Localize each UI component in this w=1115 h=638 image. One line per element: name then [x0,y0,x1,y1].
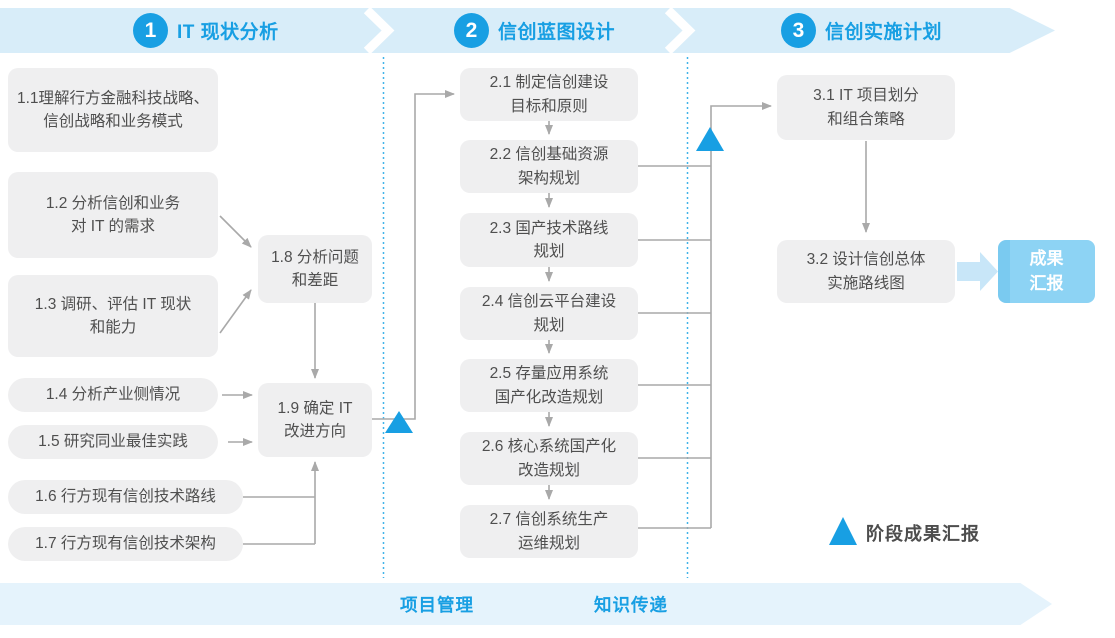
phase-3-number-badge: 3 [781,13,816,48]
node-2-3: 2.3 国产技术路线 规划 [460,213,638,267]
node-1-9: 1.9 确定 IT 改进方向 [258,383,372,457]
connectors-phase-2-collector [638,102,772,529]
node-1-4: 1.4 分析产业侧情况 [8,378,218,412]
phase-2-title: 信创蓝图设计 [498,22,616,43]
legend-stage-report-label: 阶段成果汇报 [866,524,980,544]
connectors-phase-1 [219,90,455,545]
node-1-3: 1.3 调研、评估 IT 现状 和能力 [8,275,218,357]
connector-1-3-to-1-8 [219,289,252,334]
node-2-2: 2.2 信创基础资源 架构规划 [460,140,638,193]
node-3-2: 3.2 设计信创总体 实施路线图 [777,240,955,303]
phase-2-header: 2 信创蓝图设计 [454,13,615,48]
node-1-6: 1.6 行方现有信创技术路线 [8,480,243,514]
node-1-2: 1.2 分析信创和业务 对 IT 的需求 [8,172,218,258]
connector-collector-to-3-1 [710,102,772,528]
legend-triangle-icon [829,517,857,545]
phase-3-title: 信创实施计划 [825,22,943,43]
node-1-8: 1.8 分析问题 和差距 [258,235,372,303]
milestone-triangle-phase-2-icon [696,127,724,151]
milestone-triangle-phase-1-icon [385,411,413,433]
node-1-1: 1.1理解行方金融科技战略、 信创战略和业务模式 [8,68,218,152]
phase-3-header: 3 信创实施计划 [781,13,942,48]
block-arrow-3-2-to-report [957,252,998,291]
footer-project-management-label: 项目管理 [400,595,474,615]
connector-1-9-to-2-1 [372,90,455,420]
node-2-1: 2.1 制定信创建设 目标和原则 [460,68,638,121]
node-1-7: 1.7 行方现有信创技术架构 [8,527,243,561]
phase-1-header: 1 IT 现状分析 [133,13,279,48]
node-2-4: 2.4 信创云平台建设 规划 [460,287,638,340]
phase-2-number-badge: 2 [454,13,489,48]
footer-knowledge-transfer-label: 知识传递 [594,595,668,615]
phase-1-title: IT 现状分析 [177,22,279,43]
phase-1-number-badge: 1 [133,13,168,48]
top-phase-banner-arrow [0,8,1055,53]
node-2-6: 2.6 核心系统国产化 改造规划 [460,432,638,485]
connector-1-2-to-1-8 [219,215,252,248]
node-1-5: 1.5 研究同业最佳实践 [8,425,218,459]
node-2-7: 2.7 信创系统生产 运维规划 [460,505,638,558]
node-2-5: 2.5 存量应用系统 国产化改造规划 [460,359,638,412]
result-report-box: 成果 汇报 [998,240,1095,303]
node-3-1: 3.1 IT 项目划分 和组合策略 [777,75,955,140]
bottom-process-banner-arrow [0,583,1052,625]
